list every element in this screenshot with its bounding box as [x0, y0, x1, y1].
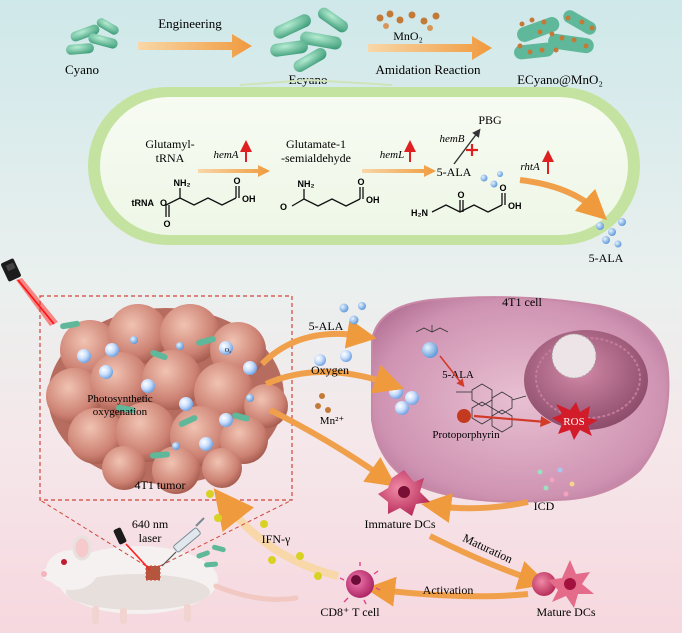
structure-trna-nh2: NH₂ — [174, 178, 191, 188]
ala-label: 5-ALA — [437, 165, 472, 179]
structure-glutamate-semialdehyde — [291, 187, 364, 207]
hema-label: hemA — [213, 149, 238, 161]
mn-label: Mn²⁺ — [320, 415, 345, 427]
mno2-particles — [376, 10, 440, 31]
cell-ala-structure — [415, 325, 449, 333]
hemb-inhibition-icon — [466, 144, 478, 156]
structure-ala-h2n: H₂N — [411, 208, 428, 218]
icd-label: ICD — [534, 499, 555, 513]
arrow-step1 — [198, 165, 270, 177]
activation-label: Activation — [423, 583, 474, 597]
mouse — [41, 535, 299, 624]
syringe — [161, 517, 205, 567]
tumor-o2-label: O₂ — [225, 348, 231, 354]
mn-release-arrow — [268, 407, 397, 487]
cell-ala-molecule — [422, 342, 438, 358]
rhta-export-arrow — [519, 177, 608, 221]
glutamyl-trna-line1: Glutamyl- — [145, 137, 194, 151]
oxygen-uptake-label: Oxygen — [311, 363, 349, 377]
cyano-label: Cyano — [65, 62, 99, 77]
icd-arrow — [421, 493, 529, 523]
ala-in-transit — [339, 302, 366, 325]
tumor-label: 4T1 tumor — [135, 478, 186, 492]
ala-exported-label: 5-ALA — [589, 251, 624, 265]
cell-title: 4T1 cell — [502, 295, 542, 309]
structure-semialdehyde-nh2: NH₂ — [298, 179, 315, 189]
mature-dcs-label: Mature DCs — [537, 605, 596, 619]
mature-dcs — [532, 560, 594, 608]
structure-semialdehyde-o: O — [280, 202, 287, 212]
ros-burst — [552, 402, 598, 440]
heml-label: hemL — [380, 149, 404, 161]
mno2-reagent-label: MnO₂ — [393, 29, 423, 43]
laser-label-line1: 640 nm — [132, 517, 169, 531]
ala-uptake-label: 5-ALA — [309, 319, 344, 333]
structure-5-ala — [431, 193, 506, 213]
protoporphyrin-label: Protoporphyrin — [432, 429, 500, 441]
ifn-arrow — [213, 488, 339, 580]
ros-label: ROS — [563, 416, 584, 428]
structure-trna-oh: OH — [242, 194, 256, 204]
icd-particles — [537, 467, 575, 497]
immature-dc — [378, 470, 430, 516]
structure-semialdehyde-acid-o: O — [357, 177, 364, 187]
structure-ala-keto-o: O — [457, 190, 464, 200]
protoporphyrin-molecule — [457, 409, 471, 423]
glutamate-line1: Glutamate-1 — [286, 137, 346, 151]
engineering-label: Engineering — [158, 16, 222, 31]
cd8-t-cell — [339, 562, 381, 605]
structure-trna-o: O — [160, 198, 167, 208]
glutamate-line2: -semialdehyde — [281, 151, 351, 165]
photosynthetic-line2: oxygenation — [93, 406, 148, 418]
structure-ala-acid-o: O — [499, 183, 506, 193]
laser-device — [1, 258, 58, 326]
photosynthetic-line1: Photosynthetic — [87, 393, 153, 405]
cd8-label: CD8⁺ T cell — [320, 605, 380, 619]
pbg-label: PBG — [478, 113, 502, 127]
arrow-step2 — [362, 165, 436, 177]
amidation-label: Amidation Reaction — [375, 62, 481, 77]
glutamyl-trna-line2: tRNA — [156, 151, 185, 165]
laser-label-line2: laser — [139, 531, 162, 545]
injected-bacteria — [196, 544, 226, 568]
cell-ala-label: 5-ALA — [442, 369, 474, 381]
structure-glutamyl-trna — [165, 186, 240, 217]
structure-trna-prefix: tRNA — [132, 198, 155, 208]
ecyano-mno2-product — [514, 10, 597, 60]
ala-uptake-arrow — [259, 318, 377, 367]
tumor-zoom-frame — [39, 295, 293, 501]
structure-semialdehyde-oh: OH — [366, 195, 380, 205]
cyano-bacteria — [66, 18, 119, 55]
amidation-arrow — [368, 36, 492, 60]
ala-to-protoporphyrin-arrow — [439, 355, 465, 388]
maturation-arrow — [428, 533, 549, 590]
ifn-label: IFN-γ — [262, 532, 291, 546]
zoom-lines — [239, 78, 393, 86]
protoporphyrin-to-ros-arrow — [473, 414, 552, 428]
ala-molecules-exported — [596, 218, 626, 248]
product-label: ECyano@MnO₂ — [517, 72, 603, 87]
structure-ala-oh: OH — [508, 201, 522, 211]
structure-trna-carbonyl-o: O — [163, 219, 170, 229]
zoom-line-right — [159, 499, 293, 567]
ifn-molecules — [206, 490, 322, 580]
oxygen-in-transit — [314, 350, 352, 366]
oxygen-in-tumor — [77, 336, 257, 451]
ala-molecules-capsule — [480, 171, 503, 188]
hemb-label: hemB — [439, 133, 464, 145]
bacteria-in-tumor — [60, 320, 250, 459]
hemb-arrow — [453, 128, 481, 165]
mouse-laser — [113, 527, 151, 571]
oxygen-uptake-arrow — [264, 364, 405, 394]
engineering-arrow — [138, 34, 252, 58]
activation-arrow — [365, 576, 529, 607]
ecyano-bacteria — [270, 7, 349, 72]
structure-trna-acid-o: O — [233, 176, 240, 186]
rhta-label: rhtA — [520, 161, 540, 173]
mn-ions — [315, 393, 331, 413]
immature-dcs-label: Immature DCs — [365, 517, 436, 531]
